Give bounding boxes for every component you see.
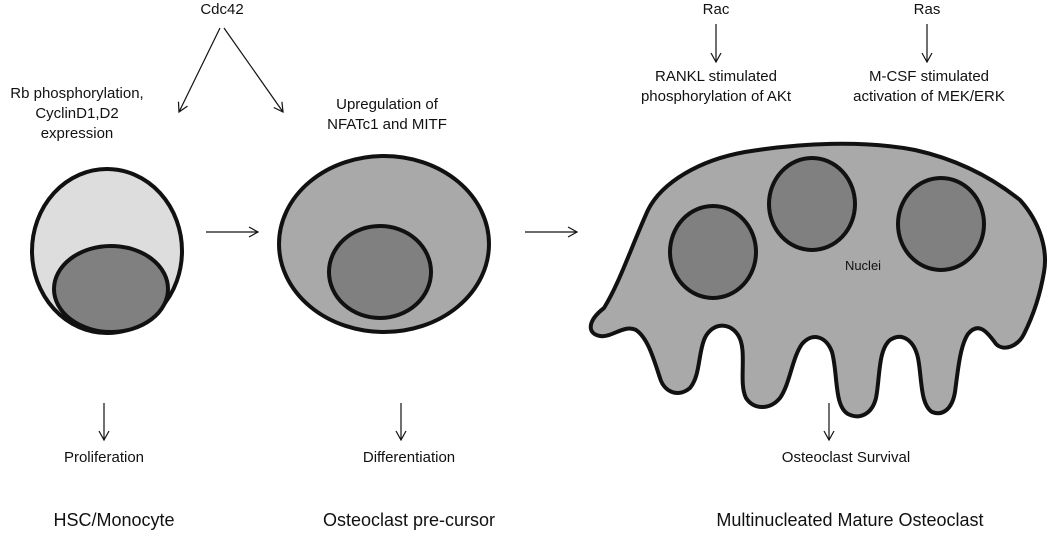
osteoclast-nucleus-left — [668, 204, 758, 300]
annotation-rankl-line2: phosphorylation of AKt — [640, 88, 792, 105]
annotation-mcsf-line1: M-CSF stimulated — [868, 68, 990, 85]
label-rac: Rac — [702, 1, 730, 18]
label-cdc42: Cdc42 — [200, 1, 244, 18]
osteoclast-nucleus-middle — [767, 156, 857, 252]
annotation-rb-line1: Rb phosphorylation, — [10, 85, 144, 102]
stage-osteoclast-precursor: Osteoclast pre-cursor — [322, 510, 496, 530]
osteoclast-nucleus-right — [896, 176, 986, 272]
mature-osteoclast-cell — [588, 141, 1047, 419]
annotation-rb-line2: CyclinD1,D2 — [35, 105, 119, 122]
label-nuclei: Nuclei — [844, 258, 882, 273]
arrow-cdc42-to-nfatc1 — [223, 27, 284, 114]
outcome-differentiation: Differentiation — [362, 449, 456, 466]
hsc-monocyte-cell — [30, 167, 184, 335]
stage-hsc-monocyte: HSC/Monocyte — [53, 510, 175, 530]
annotation-mcsf-line2: activation of MEK/ERK — [853, 88, 1005, 105]
outcome-proliferation: Proliferation — [63, 449, 145, 466]
precursor-nucleus — [327, 224, 433, 320]
annotation-rb-line3: expression — [40, 125, 114, 142]
hsc-nucleus — [52, 244, 170, 334]
annotation-rankl-line1: RANKL stimulated — [655, 68, 777, 85]
annotation-nfatc1-line2: NFATc1 and MITF — [327, 116, 447, 133]
arrow-cdc42-to-rb — [177, 27, 221, 114]
osteoclast-precursor-cell — [277, 154, 491, 334]
outcome-osteoclast-survival: Osteoclast Survival — [781, 449, 911, 466]
annotation-nfatc1-line1: Upregulation of — [336, 96, 438, 113]
stage-mature-osteoclast: Multinucleated Mature Osteoclast — [716, 510, 984, 530]
label-ras: Ras — [913, 1, 941, 18]
